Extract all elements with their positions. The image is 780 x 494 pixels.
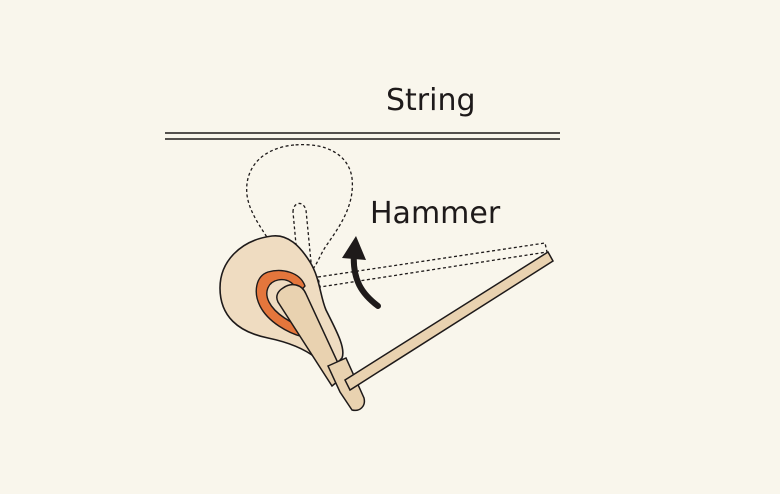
hammer-butt [327, 357, 366, 412]
arrow-head-icon [342, 236, 366, 260]
piano-string [165, 132, 560, 140]
hammer-label: Hammer [370, 196, 501, 231]
hammer-lever [344, 250, 554, 392]
motion-arrow [342, 236, 381, 309]
string-label: String [386, 83, 476, 118]
